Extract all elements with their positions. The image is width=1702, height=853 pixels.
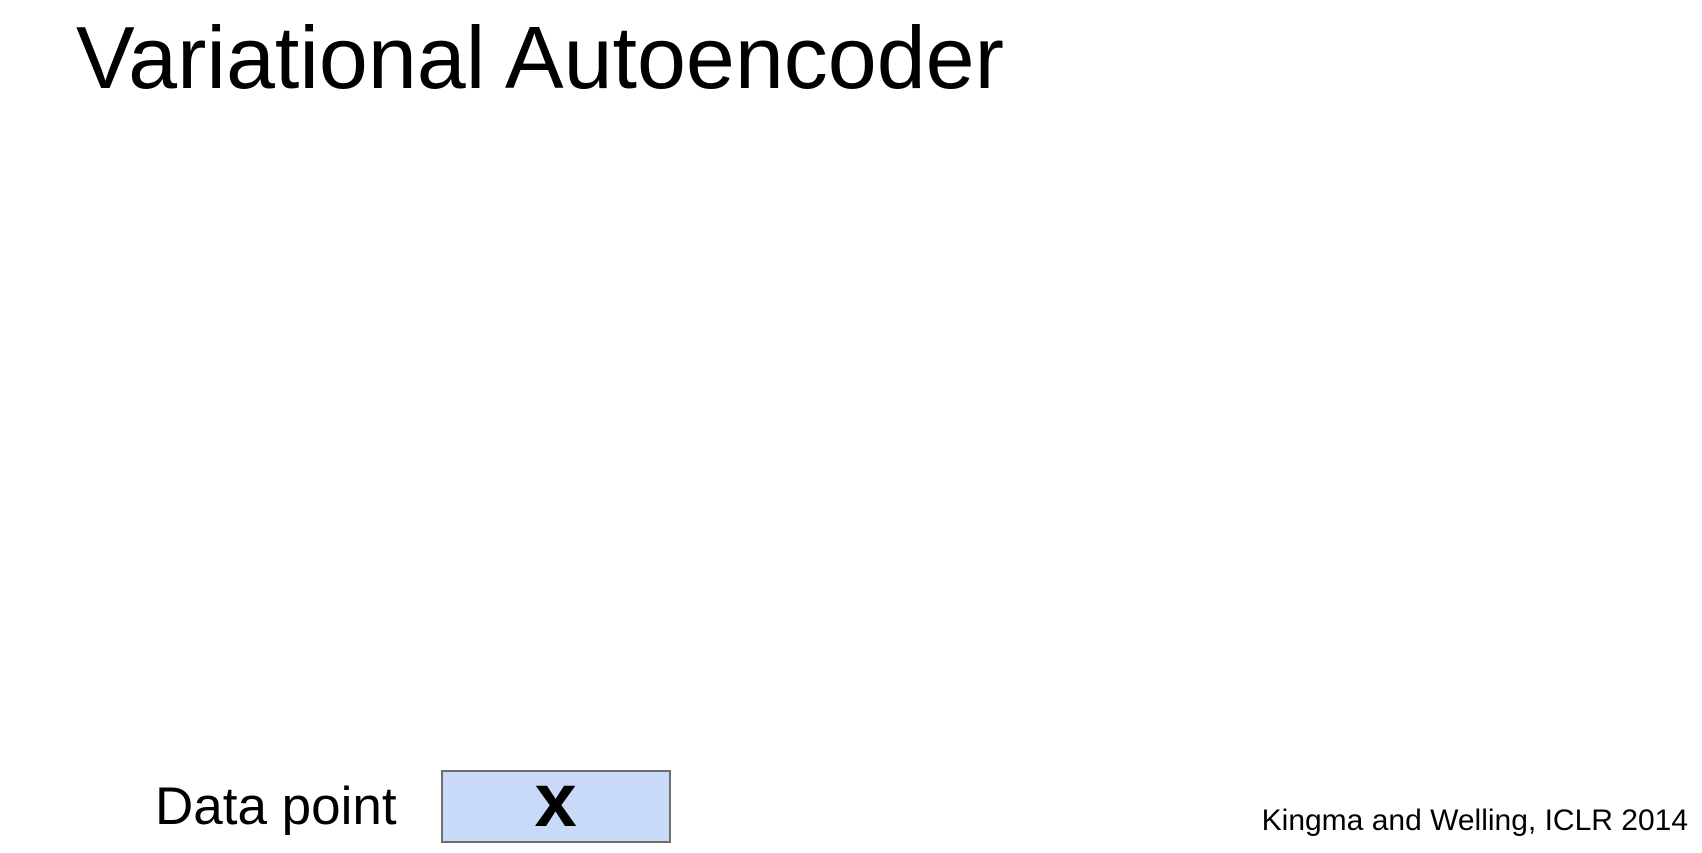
data-point-box: x [440,762,671,843]
data-point-label: Data point [155,777,397,836]
data-point-group: Data point x [155,762,671,843]
citation: Kingma and Welling, ICLR 2014 [1261,804,1688,837]
slide-title: Variational Autoencoder [76,8,1004,107]
data-point-symbol: x [534,757,577,843]
